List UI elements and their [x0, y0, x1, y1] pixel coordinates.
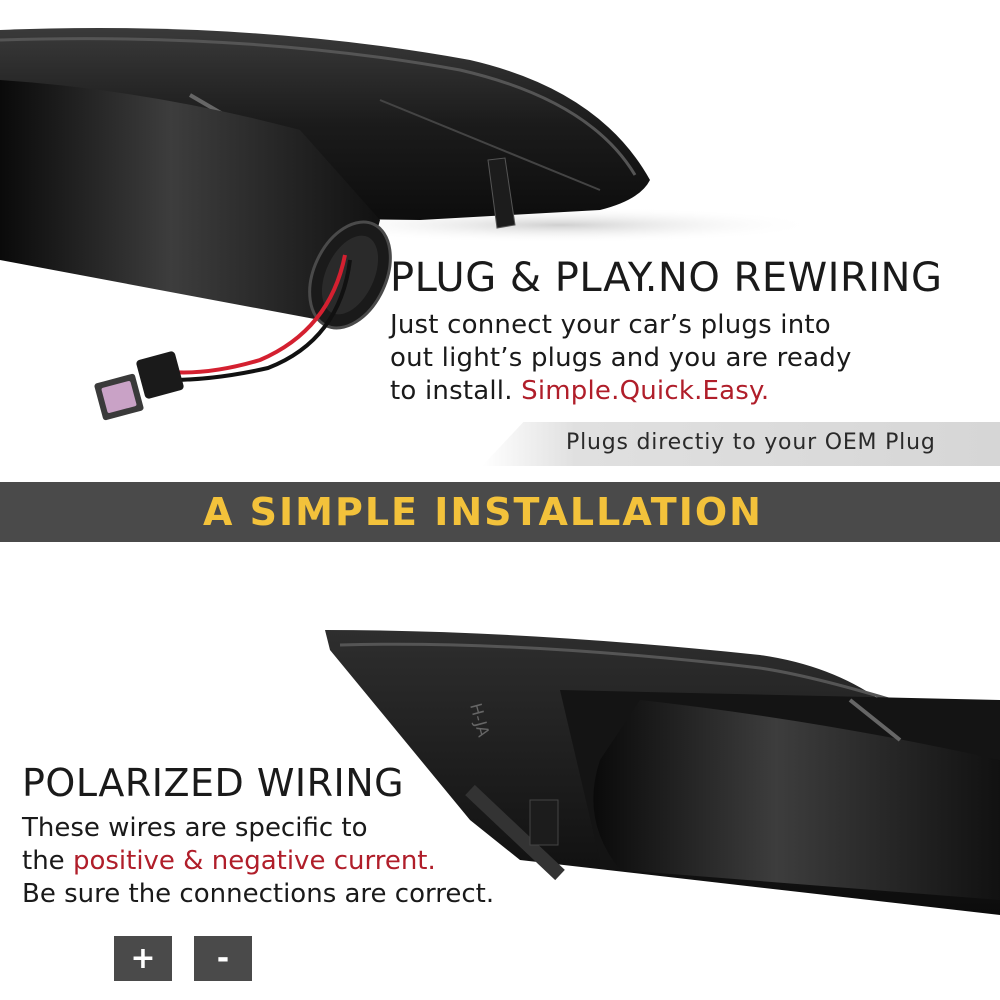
wiring-desc-line-2: the positive & negative current.	[22, 845, 582, 878]
plug-and-play-section: PLUG & PLAY.NO REWIRING Just connect you…	[390, 255, 990, 408]
installation-banner-title: A SIMPLE INSTALLATION	[203, 490, 763, 534]
oem-plug-caption: Plugs directiy to your OEM Plug	[566, 430, 936, 455]
minus-sign-badge: -	[194, 936, 252, 981]
plus-sign-badge: +	[114, 936, 172, 981]
installation-banner	[0, 482, 1000, 542]
plug-and-play-heading: PLUG & PLAY.NO REWIRING	[390, 255, 943, 301]
caption-bar	[482, 422, 1000, 466]
wiring-desc-line-1: These wires are specific to	[22, 813, 368, 843]
plug-desc-line-3-prefix: to install.	[390, 376, 522, 406]
plug-desc-line-2: out light’s plugs and you are ready	[390, 343, 852, 373]
wiring-desc-line-2-prefix: the	[22, 846, 73, 876]
simple-quick-easy-text: Simple.Quick.Easy.	[521, 376, 770, 406]
polarized-wiring-heading: POLARIZED WIRING	[22, 761, 405, 805]
wiring-desc-line-3: Be sure the connections are correct.	[22, 879, 495, 909]
plug-desc-line-1: Just connect your car’s plugs into	[390, 310, 831, 340]
polarized-wiring-section: POLARIZED WIRING These wires are specifi…	[22, 760, 582, 911]
plug-desc-line-3: to install. Simple.Quick.Easy.	[390, 375, 990, 408]
positive-negative-text: positive & negative current.	[72, 846, 436, 876]
